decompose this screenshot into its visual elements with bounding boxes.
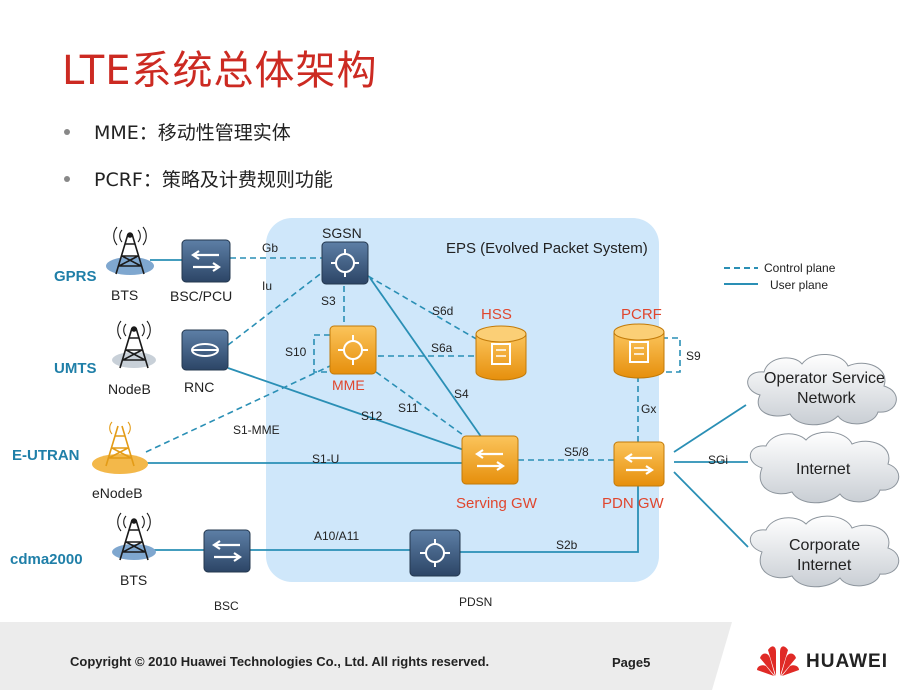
architecture-diagram: EPS (Evolved Packet System) Control plan… [10,218,900,613]
bullet-dot [64,175,70,182]
link-pcrf-s9 [662,337,681,373]
bullet-dot [64,128,70,135]
bullet-mme: MME：移动性管理实体 [64,118,291,145]
rnc-node [181,329,229,371]
label-s6d: S6d [432,304,453,318]
link-pgw-sgi-top [673,404,747,453]
label-sgsn: SGSN [322,225,362,241]
access-eutran: E-UTRAN [12,447,80,464]
label-a10: A10/A11 [314,529,359,543]
bullet-pcrf-text: PCRF：策略及计费规则功能 [94,169,333,191]
hss-node [475,325,527,381]
label-gb: Gb [262,241,278,255]
enodeb-eutran [92,421,148,474]
link-mme-s10 [313,334,330,373]
label-s58: S5/8 [564,445,589,459]
link-sgsn-sgw [369,277,483,439]
label-s1mme: S1-MME [233,423,280,437]
cloud-operator-line1: Operator Service [764,370,885,387]
label-iu: Iu [262,279,272,293]
label-bts1: BTS [111,287,138,303]
link-rnc-sgsn-iu [227,267,329,346]
pdsn-node [409,529,461,577]
cloud-internet: Internet [750,431,900,504]
cloud-operator: Operator Service Network [747,354,897,426]
bullet-mme-text: MME：移动性管理实体 [94,122,291,144]
label-hss: HSS [481,306,512,323]
mme-node [329,325,377,375]
label-nodeb: NodeB [108,381,151,397]
label-s11: S11 [398,401,419,415]
legend-user-label: User plane [770,278,828,292]
label-pgw: PDN GW [602,495,665,512]
label-enodeb: eNodeB [92,485,143,501]
label-gx: Gx [641,402,656,416]
nodeb-umts [112,320,156,369]
bsc-node [203,529,251,573]
label-bsc: BSC [214,599,239,613]
page-title: LTE系统总体架构 [62,48,378,94]
link-enb-mme-s1mme [145,365,331,453]
legend-control-label: Control plane [764,261,836,275]
serving-gw-node [461,435,519,485]
label-s1u: S1-U [312,452,339,466]
link-rnc-sgw [227,367,465,451]
pcrf-node [613,323,665,379]
bullet-pcrf: PCRF：策略及计费规则功能 [64,165,333,192]
cloud-operator-line2: Network [797,390,857,407]
access-cdma2000: cdma2000 [10,551,83,568]
cloud-corporate-line2: Internet [797,557,852,574]
label-s3: S3 [321,294,336,308]
label-pcrf: PCRF [621,306,662,323]
label-s2b: S2b [556,538,578,552]
footer-brand-panel [712,622,920,690]
label-bscpcu: BSC/PCU [170,288,232,304]
label-rnc: RNC [184,379,214,395]
link-pgw-sgi-bot [673,471,749,548]
link-pdsn-pgw [460,486,639,553]
cloud-corporate: Corporate Internet [750,515,900,588]
label-s12: S12 [361,409,383,423]
bscpcu-node [181,239,231,283]
label-sgi: SGi [708,453,728,467]
pdn-gw-node [613,441,665,487]
eps-area [266,218,659,582]
footer-brand: HUAWEI [806,651,888,672]
label-bts2: BTS [120,572,147,588]
footer-page-number: Page5 [612,655,651,670]
label-s9: S9 [686,349,701,363]
huawei-logo-icon [757,646,799,676]
label-mme: MME [332,377,365,393]
sgsn-node [321,241,369,285]
access-umts: UMTS [54,360,97,377]
cloud-corporate-line1: Corporate [789,537,860,554]
label-s10: S10 [285,345,307,359]
label-s4: S4 [454,387,469,401]
access-gprs: GPRS [54,268,97,285]
eps-label: EPS (Evolved Packet System) [446,240,648,257]
cloud-internet-text: Internet [796,461,851,478]
bts-cdma [112,512,156,561]
label-s6a: S6a [431,341,453,355]
label-sgw: Serving GW [456,495,538,512]
bts-gprs [106,226,154,275]
link-sgsn-hss-s6d [367,275,479,341]
label-pdsn: PDSN [459,595,492,609]
footer-copyright: Copyright © 2010 Huawei Technologies Co.… [70,654,490,669]
